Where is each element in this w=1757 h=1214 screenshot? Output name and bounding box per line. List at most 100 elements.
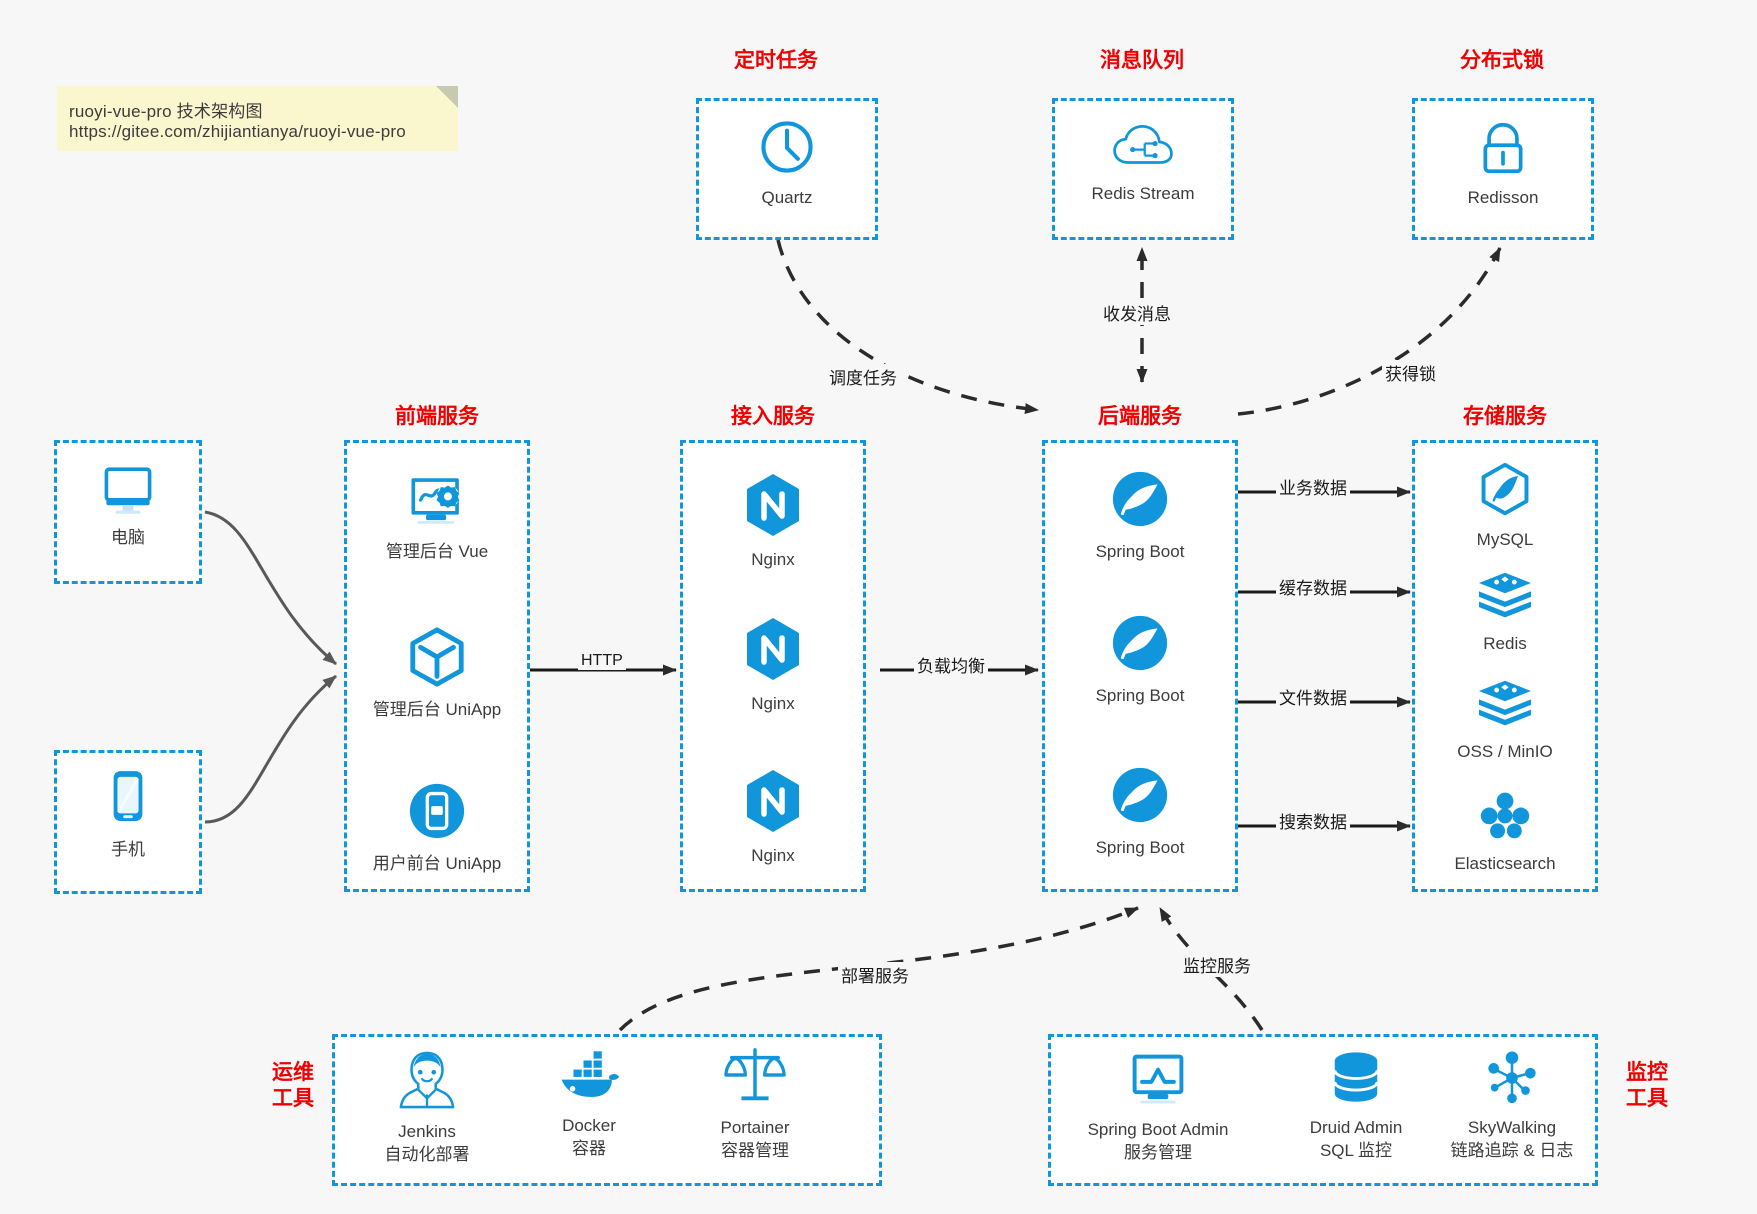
node-label: Redisson <box>1467 188 1539 207</box>
node-nginx-3[interactable]: Nginx <box>700 768 846 868</box>
node-druid-admin[interactable]: Druid Admin SQL 监控 <box>1278 1050 1434 1163</box>
edge-label-lb: 负载均衡 <box>914 652 988 677</box>
group-label-frontend: 前端服务 <box>395 405 479 428</box>
mysql-dolphin-icon <box>1477 462 1533 523</box>
lock-icon <box>1477 120 1529 181</box>
node-label: 用户前台 UniApp <box>372 854 502 873</box>
node-admin-uniapp[interactable]: 管理后台 UniApp <box>360 626 514 722</box>
edge-label-file: 文件数据 <box>1276 684 1350 709</box>
node-skywalking[interactable]: SkyWalking 链路追踪 & 日志 <box>1432 1050 1592 1163</box>
group-label-ops-line2: 工具 <box>272 1087 314 1111</box>
node-label: Spring Boot <box>1095 686 1185 705</box>
desktop-monitor-icon <box>99 462 157 521</box>
node-quartz[interactable]: Quartz <box>736 118 838 210</box>
node-label: Docker <box>562 1116 616 1135</box>
diagram-note: ruoyi-vue-pro 技术架构图 https://gitee.com/zh… <box>57 86 458 151</box>
group-label-monitor-line1: 监控 <box>1626 1061 1668 1084</box>
node-label: 电脑 <box>111 528 145 547</box>
node-label: Redis <box>1483 634 1527 653</box>
group-box-distributed-lock <box>1412 98 1594 240</box>
group-label-backend: 后端服务 <box>1098 405 1182 428</box>
node-label: Spring Boot <box>1095 838 1185 857</box>
note-fold-corner <box>436 86 458 108</box>
node-label: Jenkins <box>398 1122 456 1141</box>
database-icon <box>1328 1050 1384 1111</box>
node-spring-boot-2[interactable]: Spring Boot <box>1058 612 1222 708</box>
node-label: 管理后台 UniApp <box>372 700 502 719</box>
spring-leaf-icon <box>1109 612 1171 679</box>
node-spring-boot-3[interactable]: Spring Boot <box>1058 764 1222 860</box>
node-label: Spring Boot <box>1095 542 1185 561</box>
skywalking-nodes-icon <box>1484 1050 1540 1111</box>
node-sublabel: SQL 监控 <box>1319 1140 1393 1160</box>
scales-icon <box>724 1046 786 1111</box>
node-sublabel: 容器 <box>572 1138 606 1158</box>
node-label: Spring Boot Admin <box>1087 1120 1229 1139</box>
group-label-monitor-line2: 工具 <box>1626 1087 1668 1111</box>
nginx-icon <box>743 472 803 543</box>
node-label: Redis Stream <box>1091 184 1195 203</box>
node-label: Elasticsearch <box>1454 854 1556 873</box>
group-box-message-queue <box>1052 98 1234 240</box>
node-desktop[interactable]: 电脑 <box>88 462 168 550</box>
group-label-ops-tools: 运维 工具 <box>258 1060 328 1113</box>
node-label: Portainer <box>720 1118 790 1137</box>
node-label: MySQL <box>1476 530 1534 549</box>
group-label-ops-line1: 运维 <box>272 1061 314 1084</box>
node-label: 手机 <box>111 840 145 859</box>
node-label: Nginx <box>751 550 795 569</box>
node-elasticsearch[interactable]: Elasticsearch <box>1420 788 1590 876</box>
spring-leaf-icon <box>1109 468 1171 535</box>
edge-label-deploy: 部署服务 <box>838 962 912 987</box>
node-nginx-1[interactable]: Nginx <box>700 472 846 572</box>
node-spring-boot-1[interactable]: Spring Boot <box>1058 468 1222 564</box>
node-redis[interactable]: Redis <box>1430 570 1580 656</box>
docker-whale-icon <box>557 1048 621 1109</box>
group-label-distributed-lock: 分布式锁 <box>1460 49 1544 72</box>
node-sublabel: 容器管理 <box>721 1140 789 1160</box>
group-label-monitor-tools: 监控 工具 <box>1612 1060 1682 1113</box>
mobile-phone-icon <box>105 768 151 833</box>
node-label: 管理后台 Vue <box>385 542 489 561</box>
node-label: SkyWalking <box>1467 1118 1557 1137</box>
node-label: Druid Admin <box>1309 1118 1403 1137</box>
monitor-chart-icon <box>1129 1052 1187 1113</box>
nginx-icon <box>743 768 803 839</box>
node-mysql[interactable]: MySQL <box>1430 462 1580 552</box>
edge-label-observe: 监控服务 <box>1180 952 1254 977</box>
node-nginx-2[interactable]: Nginx <box>700 616 846 716</box>
node-admin-vue[interactable]: 管理后台 Vue <box>360 472 514 564</box>
cube-icon <box>406 626 468 693</box>
node-user-uniapp[interactable]: 用户前台 UniApp <box>360 780 514 876</box>
node-oss-minio[interactable]: OSS / MinIO <box>1430 678 1580 764</box>
spring-leaf-icon <box>1109 764 1171 831</box>
edge-label-lock: 获得锁 <box>1382 360 1439 385</box>
group-label-storage: 存储服务 <box>1463 405 1547 428</box>
mobile-app-icon <box>406 780 468 847</box>
edge-label-biz: 业务数据 <box>1276 474 1350 499</box>
node-redis-stream[interactable]: Redis Stream <box>1082 122 1204 206</box>
edge-label-schedule: 调度任务 <box>826 364 900 389</box>
jenkins-butler-icon <box>397 1048 457 1115</box>
note-title: ruoyi-vue-pro 技术架构图 <box>69 102 263 121</box>
node-label: Nginx <box>751 694 795 713</box>
node-redisson[interactable]: Redisson <box>1452 120 1554 210</box>
node-jenkins[interactable]: Jenkins 自动化部署 <box>356 1048 498 1167</box>
node-label: Nginx <box>751 846 795 865</box>
object-storage-icon <box>1476 678 1534 735</box>
node-spring-boot-admin[interactable]: Spring Boot Admin 服务管理 <box>1060 1052 1256 1165</box>
node-sublabel: 服务管理 <box>1124 1142 1192 1162</box>
node-portainer[interactable]: Portainer 容器管理 <box>684 1046 826 1163</box>
group-label-message-queue: 消息队列 <box>1100 49 1184 72</box>
node-mobile[interactable]: 手机 <box>88 768 168 862</box>
node-docker[interactable]: Docker 容器 <box>518 1048 660 1161</box>
redis-stack-icon <box>1476 570 1534 627</box>
node-sublabel: 自动化部署 <box>384 1144 470 1164</box>
node-label: OSS / MinIO <box>1457 742 1553 761</box>
group-label-scheduled-task: 定时任务 <box>734 49 818 72</box>
node-label: Quartz <box>761 188 813 207</box>
elasticsearch-icon <box>1477 788 1533 847</box>
nginx-icon <box>743 616 803 687</box>
group-label-gateway: 接入服务 <box>731 405 815 428</box>
edge-label-http: HTTP <box>578 652 626 670</box>
